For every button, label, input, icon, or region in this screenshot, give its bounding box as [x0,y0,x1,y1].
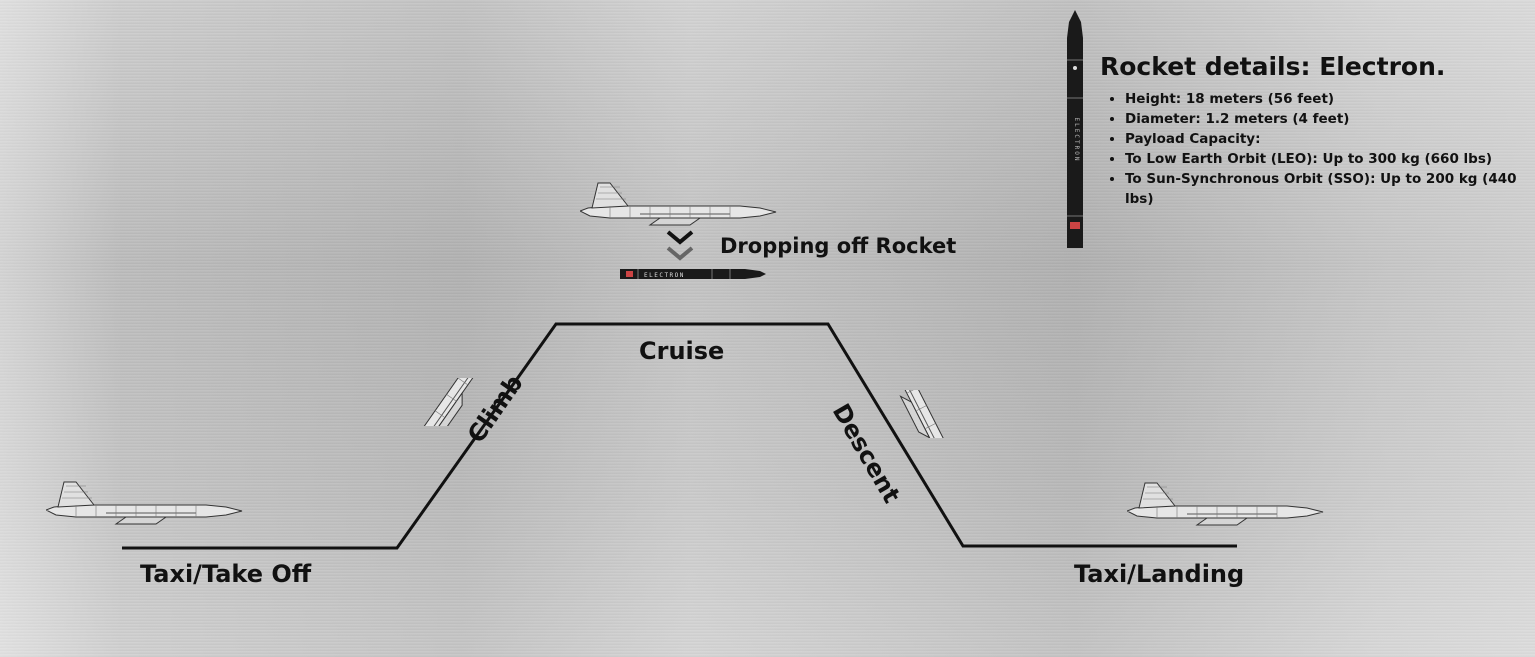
airplane-icon [46,481,243,525]
list-item: To Sun-Synchronous Orbit (SSO): Up to 20… [1125,169,1535,209]
airplane-icon [1127,482,1324,526]
rocket-details-title: Rocket details: Electron. [1100,52,1446,81]
us-flag-icon [1070,222,1080,229]
rocket-icon: ELECTRON [620,269,766,279]
flight-path-line [122,322,1237,550]
chevron-down-icon [666,230,694,261]
rocket-details-panel: Rocket details: Electron. Height: 18 met… [1100,52,1535,209]
drop-label: Dropping off Rocket [720,234,957,258]
list-item: Payload Capacity: [1125,129,1535,149]
phase-label-taxi-landing: Taxi/Landing [1074,560,1245,588]
phase-label-taxi-takeoff: Taxi/Take Off [140,560,312,588]
rocket-body-text: ELECTRON [644,272,685,279]
airplane-icon [580,182,777,226]
list-item: To Low Earth Orbit (LEO): Up to 300 kg (… [1125,149,1535,169]
airplane-icon [868,390,996,438]
rocket-icon: ELECTRON [1067,10,1083,248]
list-item: Diameter: 1.2 meters (4 feet) [1125,109,1535,129]
rocket-details-list: Height: 18 meters (56 feet) Diameter: 1.… [1100,89,1535,209]
phase-label-cruise: Cruise [639,337,725,365]
list-item: Height: 18 meters (56 feet) [1125,89,1535,109]
airplane-icon [364,378,512,426]
rocket-vertical-text: ELECTRON [1073,118,1080,163]
